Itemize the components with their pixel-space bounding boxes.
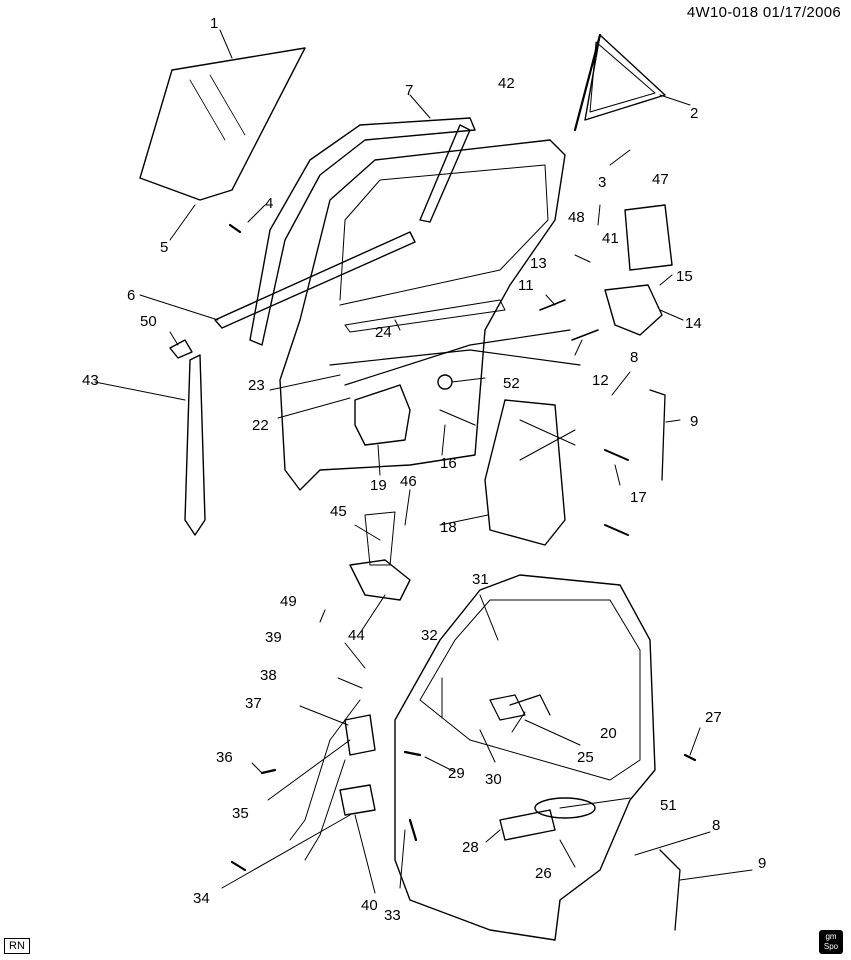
callout-label: 47 — [652, 171, 669, 188]
callout-label: 1 — [210, 15, 218, 32]
callout-label: 49 — [280, 593, 297, 610]
outside-handle — [499, 809, 556, 841]
callout-label: 39 — [265, 629, 282, 646]
callout-label: 8 — [630, 349, 638, 366]
callout-label: 50 — [140, 313, 157, 330]
callout-label: 27 — [705, 709, 722, 726]
callout-label: 26 — [535, 865, 552, 882]
callout-label: 52 — [503, 375, 520, 392]
door-outer-panel — [394, 574, 656, 941]
run-channel — [184, 354, 206, 536]
callout-label: 36 — [216, 749, 233, 766]
callout-label: 23 — [248, 377, 265, 394]
callout-label: 4 — [265, 195, 273, 212]
callout-label: 12 — [592, 372, 609, 389]
callout-label: 25 — [577, 749, 594, 766]
window-regulator — [484, 399, 566, 546]
callout-label: 9 — [690, 413, 698, 430]
gm-spo-logo: gm Spo — [819, 930, 843, 954]
callout-label: 3 — [598, 174, 606, 191]
callout-label: 33 — [384, 907, 401, 924]
callout-label: 34 — [193, 890, 210, 907]
callout-label: 2 — [690, 105, 698, 122]
regulator-motor — [349, 559, 411, 601]
callout-label: 46 — [400, 473, 417, 490]
callout-label: 37 — [245, 695, 262, 712]
callout-label: 30 — [485, 771, 502, 788]
callout-label: 29 — [448, 765, 465, 782]
callout-label: 14 — [685, 315, 702, 332]
callout-label: 13 — [530, 255, 547, 272]
callout-label: 45 — [330, 503, 347, 520]
door-frame — [279, 139, 566, 491]
callout-label: 19 — [370, 477, 387, 494]
door-glass — [139, 47, 306, 201]
callout-label: 51 — [660, 797, 677, 814]
callout-label: 5 — [160, 239, 168, 256]
callout-label: 32 — [421, 627, 438, 644]
callout-label: 40 — [361, 897, 378, 914]
callout-label: 31 — [472, 571, 489, 588]
callout-label: 44 — [348, 627, 365, 644]
callout-label: 24 — [375, 324, 392, 341]
callout-label: 28 — [462, 839, 479, 856]
callout-label: 11 — [518, 277, 534, 294]
callout-label: 22 — [252, 417, 269, 434]
callout-label: 18 — [440, 519, 457, 536]
callout-label: 15 — [676, 268, 693, 285]
callout-label: 9 — [758, 855, 766, 872]
callout-label: 8 — [712, 817, 720, 834]
callout-label: 43 — [82, 372, 99, 389]
callout-label: 38 — [260, 667, 277, 684]
callout-label: 41 — [602, 230, 619, 247]
weatherstrip — [249, 117, 476, 346]
callout-labels: 1 2 3 4 5 6 7 8 9 11 12 13 14 15 16 17 1… — [82, 15, 766, 924]
corner-tag: RN — [4, 938, 30, 954]
callout-label: 17 — [630, 489, 647, 506]
diagram-code: 4W10-018 01/17/2006 — [686, 4, 841, 21]
callout-label: 6 — [127, 287, 135, 304]
callout-label: 35 — [232, 805, 249, 822]
door-latch — [354, 384, 411, 446]
belt-molding — [214, 231, 416, 329]
callout-label: 48 — [568, 209, 585, 226]
callout-label: 7 — [405, 82, 413, 99]
callout-label: 42 — [498, 75, 515, 92]
callout-label: 20 — [600, 725, 617, 742]
callout-label: 16 — [440, 455, 457, 472]
